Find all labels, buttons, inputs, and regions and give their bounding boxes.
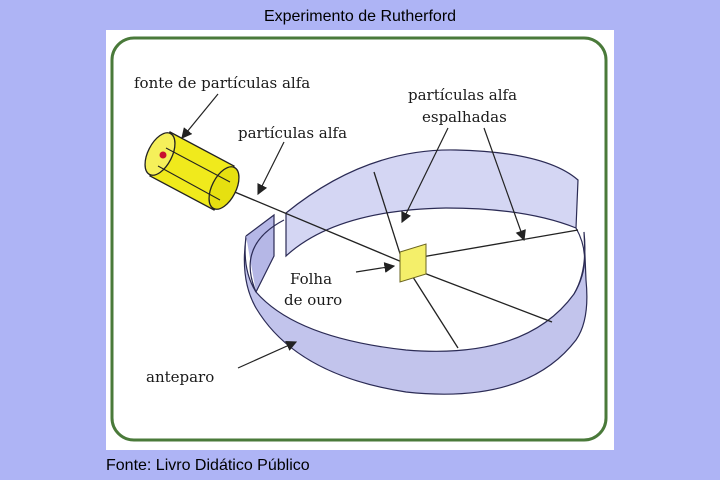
source-caption: Fonte: Livro Didático Público: [106, 457, 310, 474]
scatter-path-right: [415, 229, 579, 259]
arrow-beam: [257, 141, 285, 196]
scatter-path-down: [410, 273, 459, 349]
scatter-path-down-right: [415, 269, 553, 323]
gold-foil: [399, 243, 427, 283]
arrow-foil: [355, 262, 396, 273]
arrow-scattered-left: [401, 127, 449, 224]
label-source: fonte de partículas alfa: [134, 74, 310, 92]
arrow-screen: [237, 340, 298, 369]
diagram-frame: [110, 36, 608, 442]
source-dot: [159, 151, 167, 159]
label-screen: anteparo: [146, 368, 214, 386]
arrow-scattered-right: [483, 127, 526, 242]
label-scattered-line2: espalhadas: [422, 108, 507, 126]
rutherford-diagram: fonte de partículas alfa partículas alfa…: [106, 30, 614, 450]
label-scattered-line1: partículas alfa: [408, 86, 517, 104]
label-foil-line1: Folha: [290, 270, 332, 288]
scatter-path-up-left: [373, 171, 403, 261]
label-foil-line2: de ouro: [284, 291, 342, 309]
screen-rim: [249, 219, 285, 293]
screen-left-edge: [245, 213, 275, 293]
alpha-beam-line: [205, 179, 403, 263]
label-beam: partículas alfa: [238, 124, 347, 142]
alpha-source: [144, 131, 240, 211]
screen-rim-right: [573, 227, 586, 295]
diagram-svg: fonte de partículas alfa partículas alfa…: [110, 36, 608, 442]
slide-title: Experimento de Rutherford: [263, 8, 457, 25]
arrow-source: [181, 93, 219, 139]
